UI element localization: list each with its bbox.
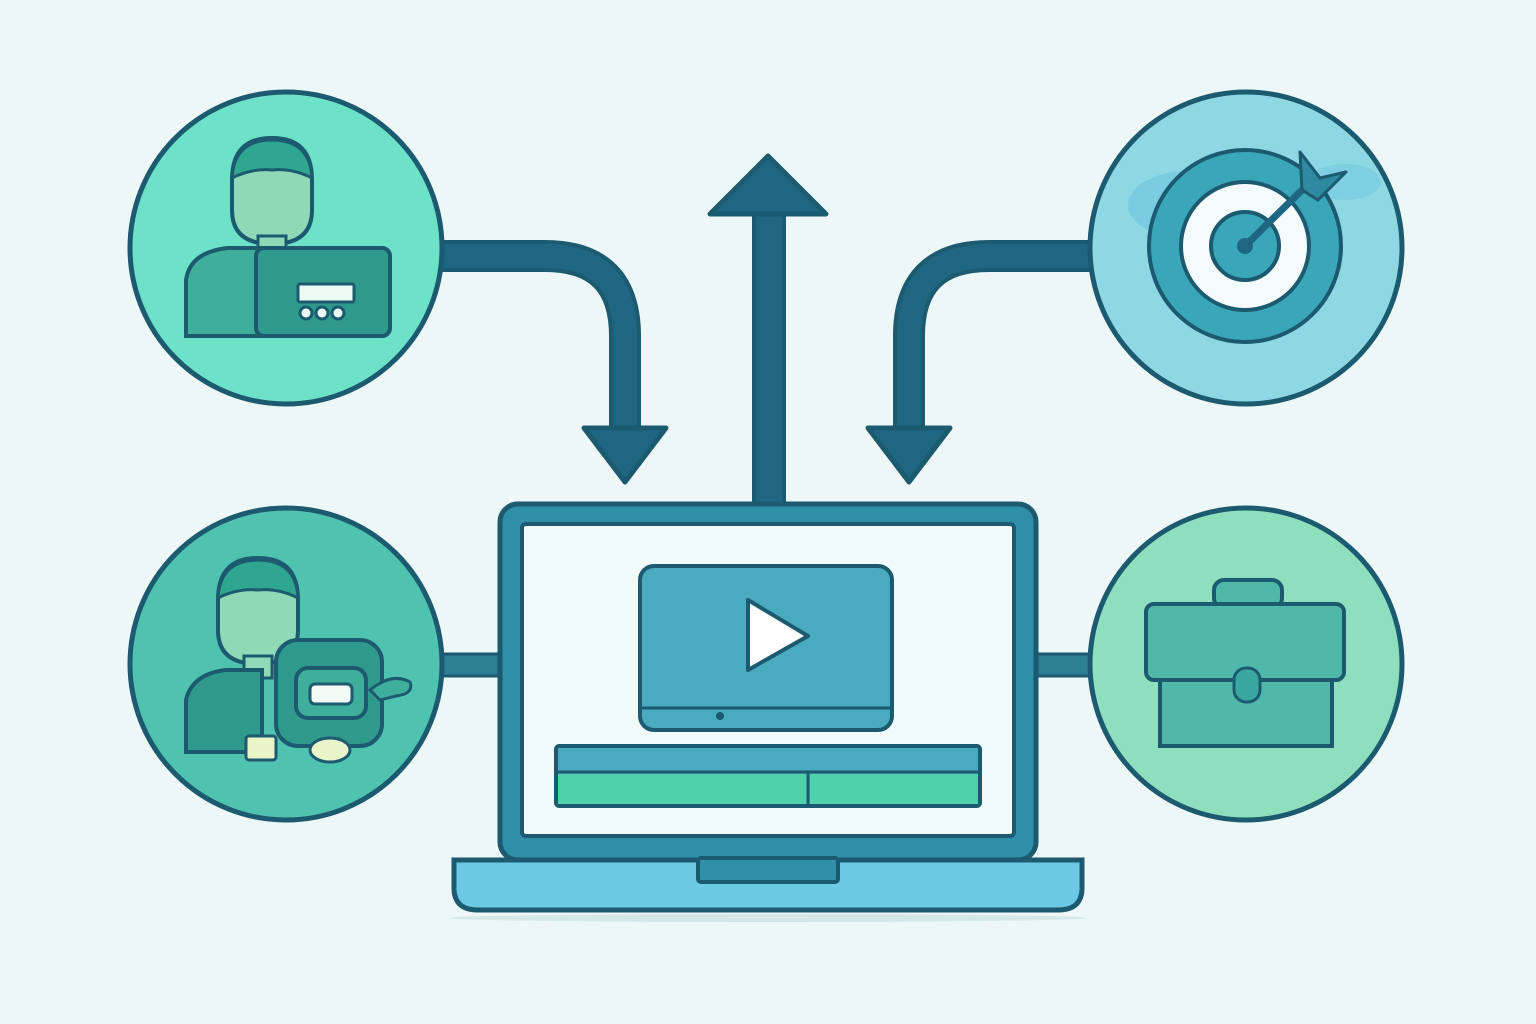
- video-timeline[interactable]: [554, 744, 982, 808]
- connectors: [436, 153, 1096, 678]
- arrowhead-down-left: [581, 425, 669, 485]
- node-goal-target: [1087, 89, 1405, 407]
- node-business: [1087, 505, 1405, 823]
- arrow-laptop-up: [752, 210, 786, 510]
- target-with-arrow-icon: [1147, 148, 1348, 344]
- play-icon[interactable]: [746, 598, 810, 672]
- line-support-to-laptop: [436, 652, 506, 678]
- node-support-agent: [127, 505, 445, 823]
- timeline-segment-2: [810, 774, 978, 804]
- person-with-device-icon: [184, 135, 392, 338]
- briefcase-icon: [1144, 578, 1346, 748]
- timeline-segment-1: [558, 774, 808, 804]
- arrowhead-up: [707, 153, 829, 217]
- laptop-hinge: [696, 856, 840, 884]
- video-player-icon[interactable]: [638, 564, 894, 732]
- person-with-chat-icon: [184, 555, 413, 764]
- node-customer-with-device: [127, 89, 445, 407]
- line-laptop-to-business: [1032, 652, 1096, 678]
- laptop-icon: [448, 501, 1088, 922]
- arrowhead-down-right: [865, 425, 953, 485]
- laptop-base: [451, 857, 1085, 913]
